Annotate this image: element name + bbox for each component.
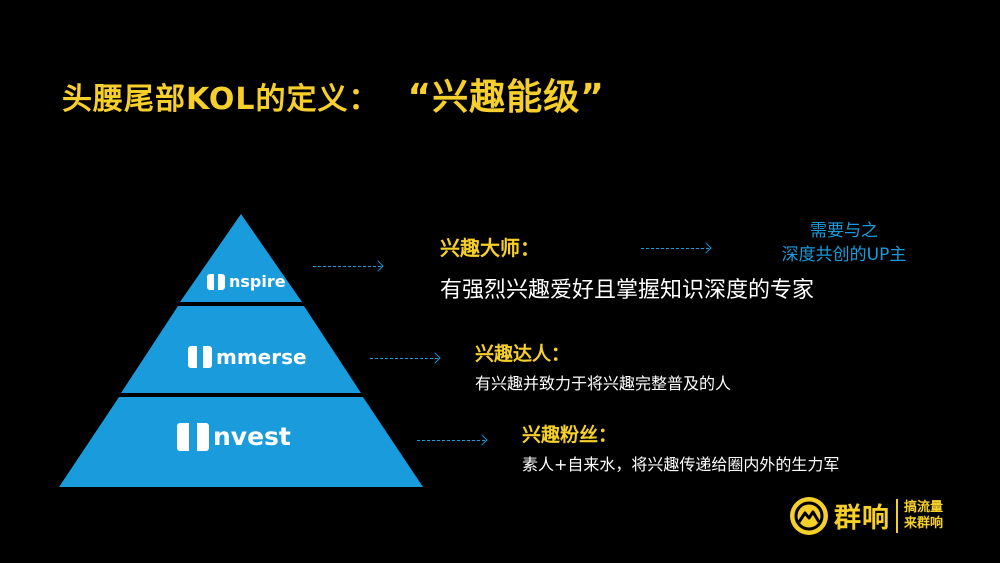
brand-name: 群响 <box>834 503 890 534</box>
mountain-logo-icon <box>790 496 828 535</box>
brand-slogan: 搞流量 来群响 <box>904 499 944 531</box>
arrow-tier-bottom <box>417 440 485 441</box>
pyramid-tier-bottom <box>59 397 423 487</box>
title-main: 头腰尾部KOL的定义： <box>62 82 380 117</box>
level-description-fan: 素人+自来水，将兴趣传递给圈内外的生力军 <box>522 455 840 474</box>
level-heading-expert: 兴趣达人： <box>475 343 571 365</box>
arrow-tier-middle <box>370 358 438 359</box>
tier-label-inspire: nspire <box>207 272 286 291</box>
gift-icon <box>207 273 225 290</box>
tier-label-invest: nvest <box>177 422 291 451</box>
title-highlight: “兴趣能级” <box>407 77 605 118</box>
co-creation-note: 需要与之 深度共创的UP主 <box>781 221 907 265</box>
gift-icon <box>188 346 212 368</box>
level-description-expert: 有兴趣并致力于将兴趣完整普及的人 <box>475 374 732 393</box>
gift-icon <box>177 422 209 451</box>
tier-label-immerse: mmerse <box>188 345 307 369</box>
brand-divider <box>896 498 898 533</box>
page-title: 头腰尾部KOL的定义： “兴趣能级” <box>62 68 605 120</box>
level-description-master: 有强烈兴趣爱好且掌握知识深度的专家 <box>440 278 815 303</box>
pyramid-tier-middle <box>121 306 361 393</box>
arrow-tier-top <box>313 266 381 267</box>
arrow-to-note <box>641 248 709 249</box>
level-heading-master: 兴趣大师： <box>440 236 540 260</box>
brand-logo: 群响 搞流量 来群响 <box>790 496 958 535</box>
level-heading-fan: 兴趣粉丝： <box>522 424 618 446</box>
